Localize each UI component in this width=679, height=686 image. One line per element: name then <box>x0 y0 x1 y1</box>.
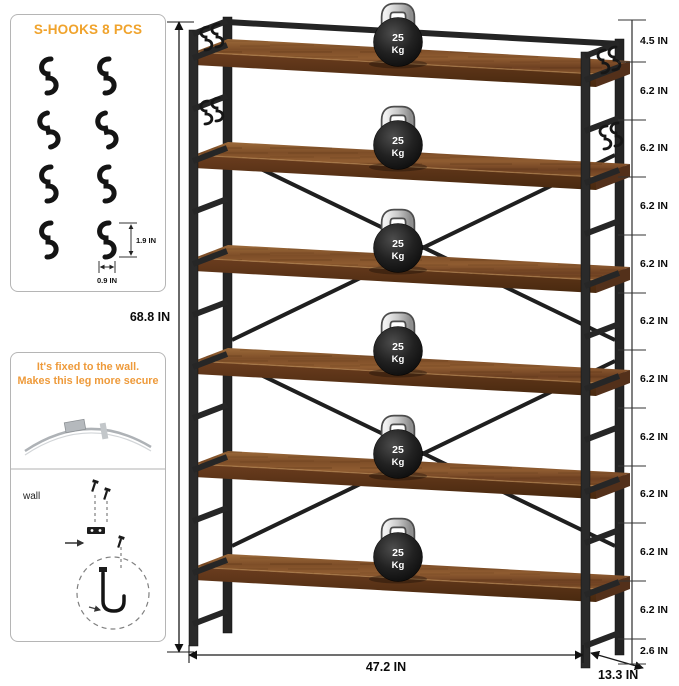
kettlebell-unit: Kg <box>392 354 405 365</box>
hook-detail-icon <box>101 571 126 613</box>
segment-dimension-label: 6.2 IN <box>640 200 669 212</box>
segment-dimension-label: 6.2 IN <box>640 431 669 443</box>
screw-icon <box>103 487 111 500</box>
kettlebell-unit: Kg <box>392 251 405 262</box>
s-hook-icon <box>100 167 115 201</box>
wall-fix-illustration: wall <box>11 418 165 630</box>
s-hook-icon <box>38 112 59 148</box>
screw-icon <box>117 535 125 548</box>
s-hook-icon <box>42 59 57 93</box>
segment-dimension-label: 6.2 IN <box>640 85 669 97</box>
s-hook-icon <box>100 223 115 257</box>
kettlebell-weight: 25 <box>392 547 404 559</box>
s-hook-icon <box>100 59 115 93</box>
kettlebell-unit: Kg <box>392 457 405 468</box>
segment-ticks <box>618 19 646 665</box>
segment-dimension-label: 6.2 IN <box>640 488 669 500</box>
kettlebell-unit: Kg <box>392 560 405 571</box>
kettlebell-weight: 25 <box>392 238 404 250</box>
kettlebell-unit: Kg <box>392 148 405 159</box>
s-hook-icon <box>598 124 613 151</box>
s-hook-icon <box>42 223 57 257</box>
hook-height-annotation <box>119 222 137 258</box>
kettlebell-weight: 25 <box>392 341 404 353</box>
height-dimension-label: 68.8 IN <box>129 310 171 324</box>
s-hook-icons-grid: 1.9 IN 0.9 IN <box>11 47 156 285</box>
front-frame <box>188 29 591 669</box>
width-dimension-line <box>188 645 584 663</box>
segment-dimension-label: 6.2 IN <box>640 604 669 616</box>
hook-width-annotation <box>98 261 116 273</box>
kettlebell: 25 Kg <box>369 517 427 584</box>
kettlebell-weight: 25 <box>392 444 404 456</box>
wall-fix-text-line2: Makes this leg more secure <box>17 375 159 388</box>
segment-dimension-label: 6.2 IN <box>640 258 669 270</box>
kettlebell: 25 Kg <box>369 105 427 172</box>
segment-dimension-label: 6.2 IN <box>640 315 669 327</box>
kettlebell: 25 Kg <box>369 2 427 69</box>
wall-fix-info-box: It's fixed to the wall. Makes this leg m… <box>10 352 166 642</box>
segment-dimension-label: 6.2 IN <box>640 373 669 385</box>
segment-dimension-label: 6.2 IN <box>640 546 669 558</box>
wall-label: wall <box>22 491 40 502</box>
kettlebell: 25 Kg <box>369 208 427 275</box>
segment-dimension-label: 4.5 IN <box>640 35 669 47</box>
s-hook-icon <box>96 112 117 148</box>
s-hooks-title: S-HOOKS 8 PCS <box>33 22 143 37</box>
anti-tip-strap-icon <box>24 418 152 456</box>
hook-width-label: 0.9 IN <box>97 276 117 285</box>
width-dimension-label: 47.2 IN <box>365 660 407 674</box>
s-hook-icon <box>42 167 57 201</box>
segment-dimension-label: 6.2 IN <box>640 142 669 154</box>
kettlebell: 25 Kg <box>369 414 427 481</box>
kettlebell-weight: 25 <box>392 135 404 147</box>
wall-fix-text-line1: It's fixed to the wall. <box>36 361 140 373</box>
detail-zoom-circle <box>76 556 150 630</box>
depth-dimension-label: 13.3 IN <box>598 668 639 682</box>
segment-dimension-label: 2.6 IN <box>640 645 669 657</box>
kettlebell-unit: Kg <box>392 45 405 56</box>
screw-icon <box>91 479 99 492</box>
kettlebell: 25 Kg <box>369 311 427 378</box>
assembly-guides <box>94 495 122 569</box>
bracket-icon <box>87 527 105 534</box>
s-hooks-info-box: S-HOOKS 8 PCS 1.9 IN <box>10 14 166 292</box>
hook-height-label: 1.9 IN <box>136 236 156 245</box>
depth-dimension-line <box>590 650 644 671</box>
kettlebell-weight: 25 <box>392 32 404 44</box>
